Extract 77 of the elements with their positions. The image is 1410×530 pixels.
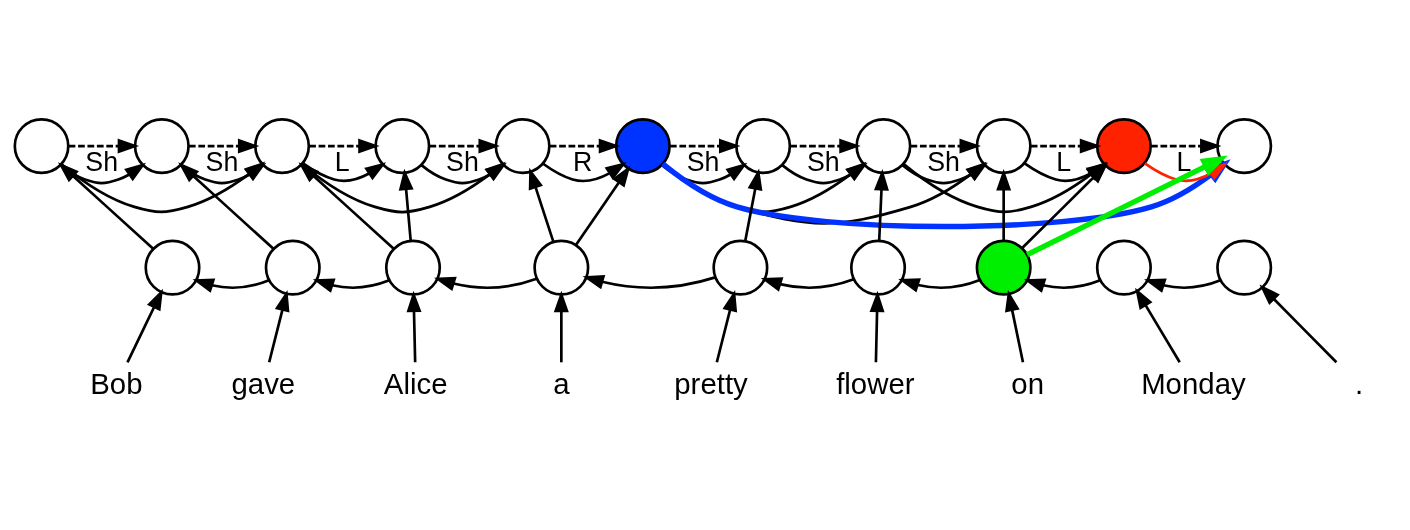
edge-label: L [1176,147,1192,178]
edge-label: L [1056,147,1072,178]
node-text: gave [231,367,296,401]
node-text: a [553,367,570,401]
edge-label: L [334,147,350,178]
arrow [1030,138,1102,154]
edge-label: Sh [806,147,840,178]
arrow [1135,287,1181,363]
node-circle [1216,118,1273,175]
arrow [406,290,422,363]
edge-label: Sh [686,147,720,178]
node-circle [494,118,551,175]
arrow [429,138,500,154]
edge-label: Sh [927,147,960,178]
node-circle [13,118,70,175]
node-circle [614,118,671,175]
arrow [873,169,889,241]
arrow [298,162,395,250]
arrow [267,290,290,363]
arrow [760,277,855,292]
arrow [528,167,555,243]
arrow [715,290,738,363]
arrow [996,169,1012,241]
arrow [126,288,163,363]
node-circle [712,239,769,296]
arrow [1144,278,1221,293]
node-text: Alice [383,367,448,401]
node-circle [1095,239,1152,296]
arrow [869,290,885,363]
arrow [790,138,861,154]
node-text: Monday [1141,367,1246,401]
arrow [312,278,390,293]
arrow [549,138,621,154]
node-circle [264,239,321,296]
arrow [192,278,270,293]
node-circle [975,239,1032,296]
node-circle [975,118,1032,175]
arrow [68,138,140,154]
arrow [542,162,627,183]
arrow [574,165,631,246]
arrow [434,276,538,292]
node-text: Bob [90,367,143,401]
arrow [302,162,387,183]
edge-label: Sh [205,147,239,178]
arrow [670,138,741,154]
node-circle [374,118,431,175]
node-circle [855,118,912,175]
arrow [1259,284,1338,364]
node-circle [133,118,190,175]
edge-label: Sh [446,147,479,178]
node-text: flower [836,367,915,401]
arrow [910,138,981,154]
node-text: pretty [674,367,748,401]
edge-label: R [573,147,593,178]
node-circle [384,239,442,296]
arrow [898,278,981,293]
node-text: on [1011,367,1045,401]
node-circle [735,118,792,175]
arrow [59,162,146,185]
arrow [743,168,763,242]
node-text: . [1355,367,1364,401]
node-circle [254,118,311,175]
arrow [1023,278,1101,293]
edge-label: Sh [85,147,119,178]
node-circle [144,239,201,296]
arrow [189,138,260,154]
node-circle [1095,118,1152,175]
arrow [553,290,569,363]
node-circle [850,239,907,296]
node-circle [1216,239,1273,296]
arrow [1151,138,1222,154]
node-circle [533,239,590,296]
arrow [398,168,414,241]
arrow [309,138,380,154]
arrow [57,162,155,250]
arrow [1005,290,1025,363]
arrow [582,274,716,290]
